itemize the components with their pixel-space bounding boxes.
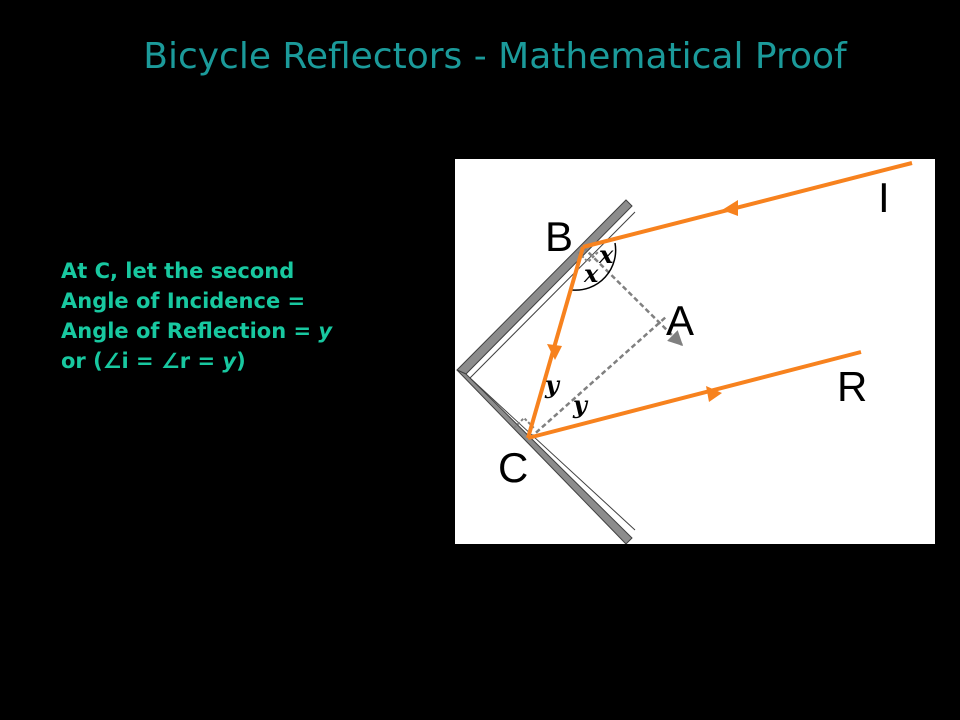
explanation-line-3-text: Angle of Reflection = <box>61 319 319 343</box>
explanation-line-3: Angle of Reflection = y <box>61 316 441 346</box>
slide-title: Bicycle Reflectors - Mathematical Proof <box>143 36 847 77</box>
label-point-c: C <box>498 444 528 491</box>
label-incident-ray: I <box>878 174 890 221</box>
incident-ray-arrowhead <box>722 200 738 216</box>
normal-at-b <box>582 246 684 347</box>
label-point-a: A <box>666 297 694 344</box>
corner-mirror <box>456 199 636 544</box>
equals-sign-2: = <box>190 349 223 373</box>
mirror-inner-edge-lower <box>469 377 636 531</box>
reflected-ray-arrowhead <box>706 386 722 402</box>
light-rays <box>526 161 913 440</box>
incident-ray <box>582 161 913 249</box>
angle-arc-at-b <box>571 242 617 291</box>
angle-variable-y: y <box>318 319 333 343</box>
reflected-ray <box>527 350 862 440</box>
angle-label-y-upper: y <box>544 370 561 399</box>
explanation-line-4-suffix: ) <box>236 349 246 373</box>
normal-at-c <box>529 315 668 439</box>
reflection-symbol: r <box>179 349 191 373</box>
angle-label-y-lower: y <box>572 390 589 419</box>
angle-label-x-right: x <box>598 240 614 269</box>
angle-label-x-left: x <box>583 259 599 288</box>
internal-ray-arrowhead <box>547 344 562 360</box>
incidence-symbol: i <box>121 349 129 373</box>
explanation-line-4: or (∠i = ∠r = y) <box>61 346 441 376</box>
explanation-line-4-prefix: or ( <box>61 349 103 373</box>
explanation-line-2: Angle of Incidence = <box>61 289 306 313</box>
reflector-diagram: I B A R C x x y y <box>455 159 935 544</box>
explanation-line-1: At C, let the second <box>61 259 295 283</box>
internal-ray-b-to-c <box>526 246 585 439</box>
reflector-diagram-svg: I B A R C x x y y <box>456 161 913 544</box>
label-point-b: B <box>545 213 573 260</box>
mirror-lower-face <box>456 369 633 544</box>
angle-symbol-i: ∠ <box>102 349 122 373</box>
explanation-text: At C, let the second Angle of Incidence … <box>61 256 441 376</box>
angle-symbol-r: ∠ <box>160 349 180 373</box>
angle-variable-y-2: y <box>222 349 237 373</box>
equals-sign-1: = <box>128 349 161 373</box>
label-reflected-ray: R <box>837 363 867 410</box>
